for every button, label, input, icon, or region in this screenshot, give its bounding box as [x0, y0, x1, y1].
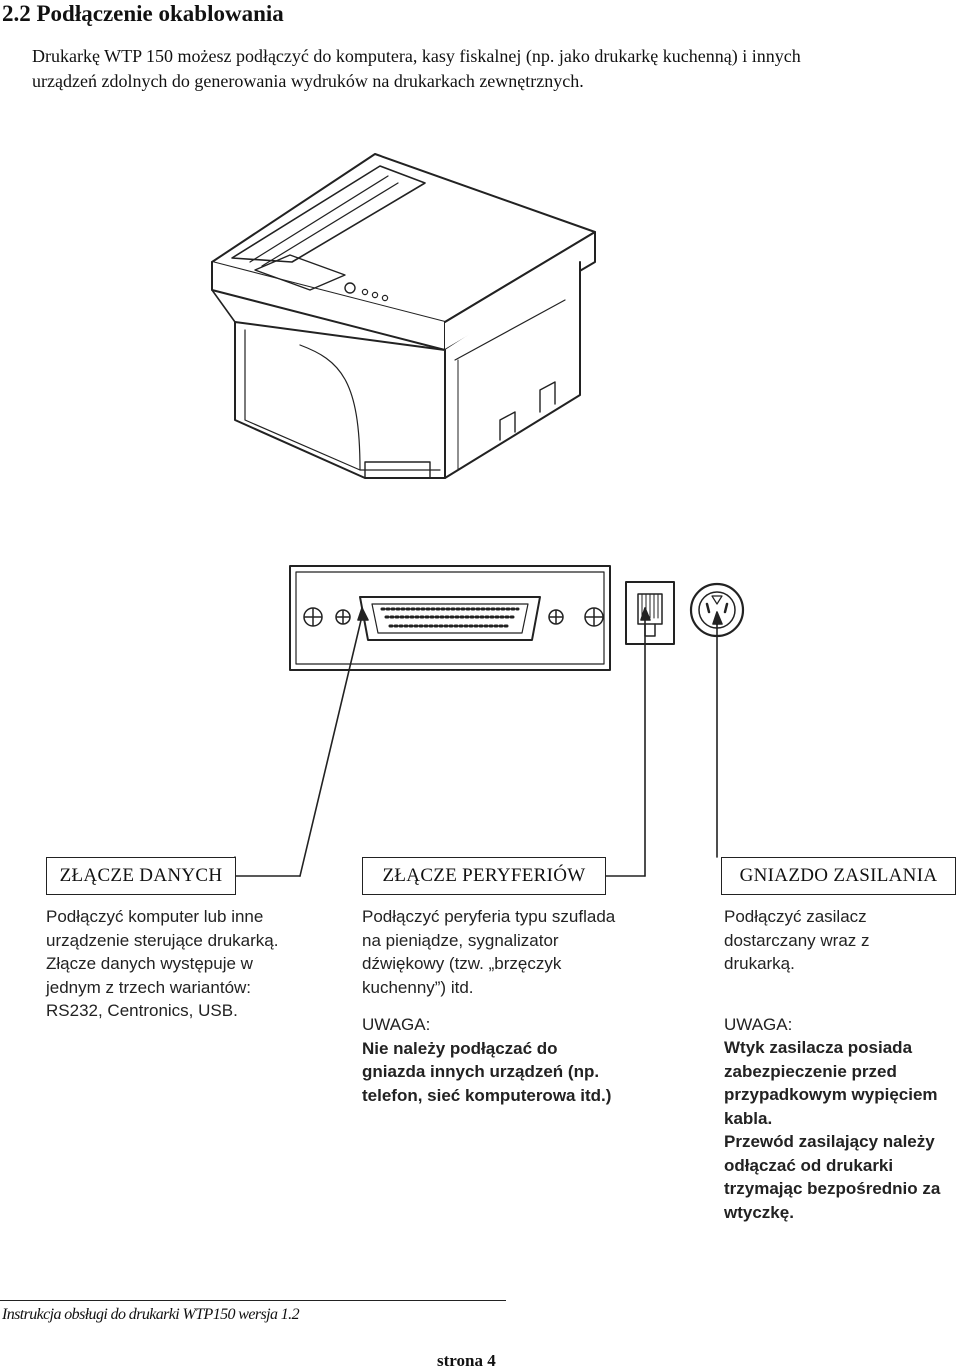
warning-line: zabezpieczenie przed	[724, 1061, 897, 1081]
description-line: RS232, Centronics, USB.	[46, 1001, 238, 1020]
warning-line: telefon, sieć komputerowa itd.)	[362, 1085, 612, 1105]
intro-paragraph: Drukarkę WTP 150 możesz podłączyć do kom…	[32, 44, 932, 94]
description-line: urządzenie sterujące drukarką.	[46, 930, 279, 950]
warning-line: wtyczkę.	[724, 1202, 794, 1222]
warning-line: kabla.	[724, 1108, 773, 1128]
data-connector-label: ZŁĄCZE DANYCH	[46, 857, 236, 895]
page-number: strona 4	[437, 1351, 496, 1370]
leader-lines	[234, 607, 723, 877]
peripheral-connector-label: ZŁĄCZE PERYFERIÓW	[362, 857, 606, 895]
description-line: Podłączyć peryferia typu szuflada	[362, 907, 616, 926]
description-line: drukarką.	[724, 954, 795, 973]
warning-line: odłączać od drukarki	[724, 1155, 894, 1175]
description-line: Podłączyć zasilacz	[724, 907, 867, 926]
warning-line: Przewód zasilający należy	[724, 1132, 935, 1151]
screw-icon	[548, 609, 564, 625]
intro-line: Drukarkę WTP 150 możesz podłączyć do kom…	[32, 46, 801, 66]
screw-icon	[584, 607, 604, 627]
connector-panel	[289, 565, 611, 671]
section-heading: 2.2 Podłączenie okablowania	[2, 1, 284, 26]
description-line: na pieniądze, sygnalizator	[362, 930, 559, 950]
description-line: jednym z trzech wariantów:	[46, 977, 252, 997]
peripheral-socket-icon	[625, 581, 675, 645]
footer-divider	[0, 1300, 506, 1301]
peripheral-connector-description: Podłączyć peryferia typu szuflada na pie…	[362, 905, 662, 1107]
description-line: dźwiękowy (tzw. „brzęczyk	[362, 954, 562, 973]
warning-title: UWAGA:	[724, 1014, 793, 1034]
warning-line: trzymając bezpośrednio za	[724, 1179, 941, 1198]
description-line: dostarczany wraz z	[724, 930, 870, 950]
warning-title: UWAGA:	[362, 1015, 431, 1034]
description-line: Podłączyć komputer lub inne	[46, 907, 264, 926]
screw-icon	[303, 607, 323, 627]
screw-icon	[335, 609, 351, 625]
footer-manual-title: Instrukcja obsługi do drukarki WTP150 we…	[2, 1306, 300, 1323]
power-socket-description: Podłączyć zasilacz dostarczany wraz z dr…	[724, 905, 960, 1224]
warning-line: przypadkowym wypięciem	[724, 1085, 938, 1104]
description-line: kuchenny”) itd.	[362, 977, 474, 997]
description-line: Złącze danych występuje w	[46, 954, 253, 973]
warning-line: Wtyk zasilacza posiada	[724, 1038, 913, 1057]
warning-line: gniazda innych urządzeń (np.	[362, 1062, 600, 1081]
data-connector-description: Podłączyć komputer lub inne urządzenie s…	[46, 905, 326, 1023]
printer-drawing	[211, 153, 596, 479]
intro-line: urządzeń zdolnych do generowania wydrukó…	[32, 71, 584, 91]
warning-line: Nie należy podłączać do	[362, 1038, 558, 1058]
power-socket-label: GNIAZDO ZASILANIA	[721, 857, 956, 895]
